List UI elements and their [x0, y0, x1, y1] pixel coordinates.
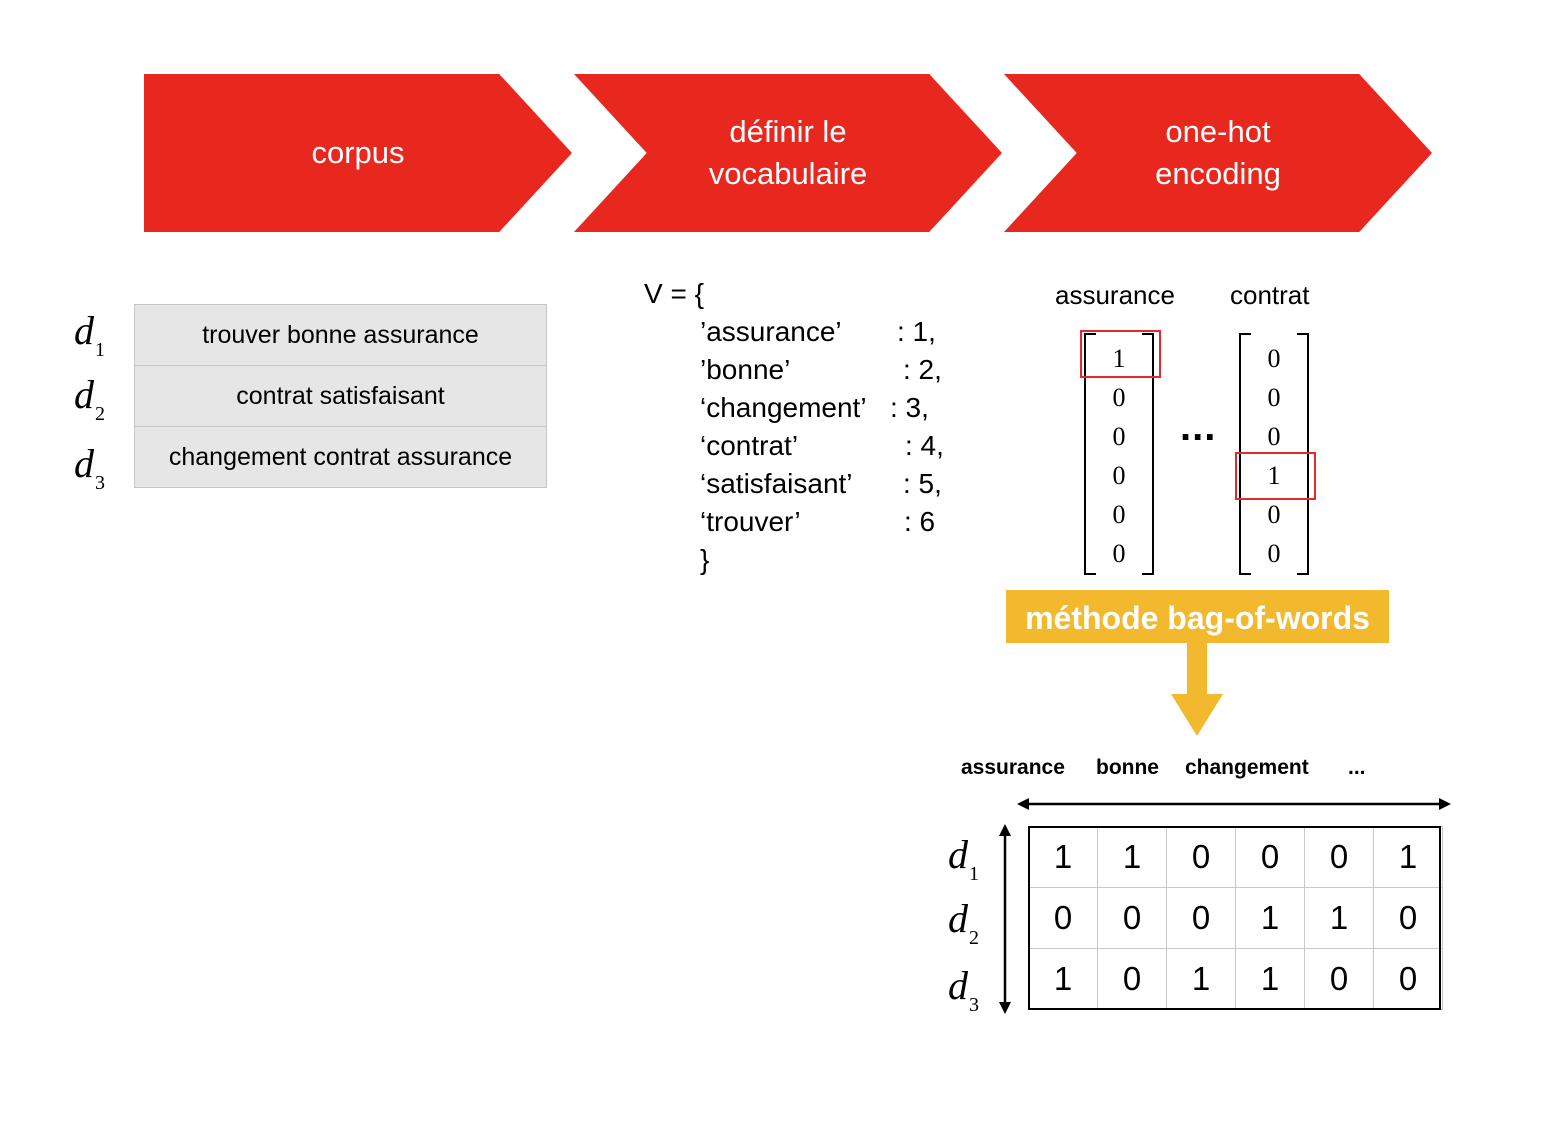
step-corpus-label: corpus	[311, 135, 405, 170]
vector-ellipsis: ...	[1180, 405, 1217, 449]
matrix-cell: 1	[1235, 887, 1305, 949]
vocab-entry-word: ’bonne’	[700, 354, 791, 385]
vector-value: 0	[1267, 422, 1281, 451]
step-one-hot-encoding-label: one-hot encoding	[1155, 114, 1281, 191]
vocab-entry-word: ‘trouver’	[700, 506, 801, 537]
highlight-box-assurance	[1080, 330, 1161, 378]
corpus-doc-text: trouver bonne assurance	[134, 304, 547, 366]
matrix-cell: 0	[1166, 887, 1236, 949]
matrix-column-header: assurance	[961, 756, 1065, 779]
matrix-cell: 0	[1166, 826, 1236, 888]
vector-value: 0	[1112, 500, 1126, 529]
vocab-entry-index: : 6	[904, 506, 936, 537]
matrix-cell: 1	[1373, 826, 1443, 888]
vocab-entry-word: ‘changement’	[700, 392, 867, 423]
matrix-cell: 0	[1373, 887, 1443, 949]
horizontal-double-arrow-icon	[1017, 798, 1451, 810]
step-define-vocabulary-label: définir le vocabulaire	[708, 114, 868, 191]
matrix-column-header: ...	[1348, 756, 1366, 779]
one-hot-vector-assurance: 1 0 0 0 0 0	[1084, 333, 1154, 575]
vector-value: 0	[1112, 539, 1126, 568]
corpus-doc-text: contrat satisfaisant	[134, 365, 547, 427]
vocab-entry-word: ‘satisfaisant’	[700, 468, 853, 499]
matrix-cell: 1	[1028, 948, 1098, 1010]
matrix-row-label-d3: d3	[948, 963, 979, 1017]
vector-value: 0	[1112, 422, 1126, 451]
vector-header-contrat: contrat	[1230, 280, 1310, 310]
bag-of-words-arrow-shaft	[1187, 643, 1207, 695]
matrix-cell: 1	[1166, 948, 1236, 1010]
vector-right-bracket	[1297, 333, 1309, 575]
vocab-entry-index: : 1,	[897, 316, 936, 347]
vector-value: 0	[1112, 383, 1126, 412]
doc-label-d3: d3	[74, 441, 105, 495]
matrix-cell: 1	[1304, 887, 1374, 949]
vector-value: 1	[1112, 344, 1126, 373]
vector-header-assurance: assurance	[1055, 280, 1175, 310]
doc-label-d2: d2	[74, 372, 105, 426]
matrix-cell: 0	[1373, 948, 1443, 1010]
vocab-entry-word: ‘contrat’	[700, 430, 799, 461]
matrix-cell: 1	[1235, 948, 1305, 1010]
matrix-cell: 0	[1304, 826, 1374, 888]
matrix-row-label-d2: d2	[948, 896, 979, 950]
down-arrow-icon	[1171, 694, 1223, 736]
matrix-cell: 0	[1304, 948, 1374, 1010]
vector-value: 0	[1267, 344, 1281, 373]
vector-value: 1	[1267, 461, 1281, 490]
vector-value: 0	[1267, 383, 1281, 412]
step-corpus: corpus	[144, 74, 572, 232]
vector-value: 0	[1267, 500, 1281, 529]
matrix-cell: 0	[1097, 948, 1167, 1010]
matrix-cell: 0	[1235, 826, 1305, 888]
vocab-entry-index: : 4,	[905, 430, 944, 461]
vocab-entry-index: : 5,	[903, 468, 942, 499]
matrix-cell: 0	[1028, 887, 1098, 949]
one-hot-vector-contrat: 0 0 0 1 0 0	[1239, 333, 1309, 575]
vector-right-bracket	[1142, 333, 1154, 575]
matrix-cell: 1	[1097, 826, 1167, 888]
corpus-doc-text: changement contrat assurance	[134, 426, 547, 488]
vertical-double-arrow-icon	[999, 824, 1011, 1014]
vocab-entry-index: : 3,	[890, 392, 929, 423]
corpus-row: changement contrat assurance	[134, 426, 547, 488]
vector-left-bracket	[1239, 333, 1251, 575]
vector-left-bracket	[1084, 333, 1096, 575]
corpus-table: trouver bonne assurance contrat satisfai…	[134, 304, 547, 488]
vocab-entry-word: ’assurance’	[700, 316, 842, 347]
corpus-row: contrat satisfaisant	[134, 365, 547, 427]
vector-value: 0	[1267, 539, 1281, 568]
matrix-cell: 1	[1028, 826, 1098, 888]
corpus-row: trouver bonne assurance	[134, 304, 547, 366]
highlight-box-contrat	[1235, 452, 1316, 500]
vector-value: 0	[1112, 461, 1126, 490]
vocab-entry-index: : 2,	[903, 354, 942, 385]
vocabulary-close: }	[700, 544, 710, 575]
matrix-row-label-d1: d1	[948, 832, 979, 886]
doc-label-d1: d1	[74, 308, 105, 362]
vocabulary-open: V = {	[644, 278, 704, 309]
step-define-vocabulary: définir le vocabulaire	[574, 74, 1002, 232]
matrix-column-header: bonne	[1096, 756, 1159, 779]
bag-of-words-label: méthode bag-of-words	[1006, 590, 1389, 643]
matrix-cell: 0	[1097, 887, 1167, 949]
matrix-column-header: changement	[1185, 756, 1309, 779]
step-one-hot-encoding: one-hot encoding	[1004, 74, 1432, 232]
